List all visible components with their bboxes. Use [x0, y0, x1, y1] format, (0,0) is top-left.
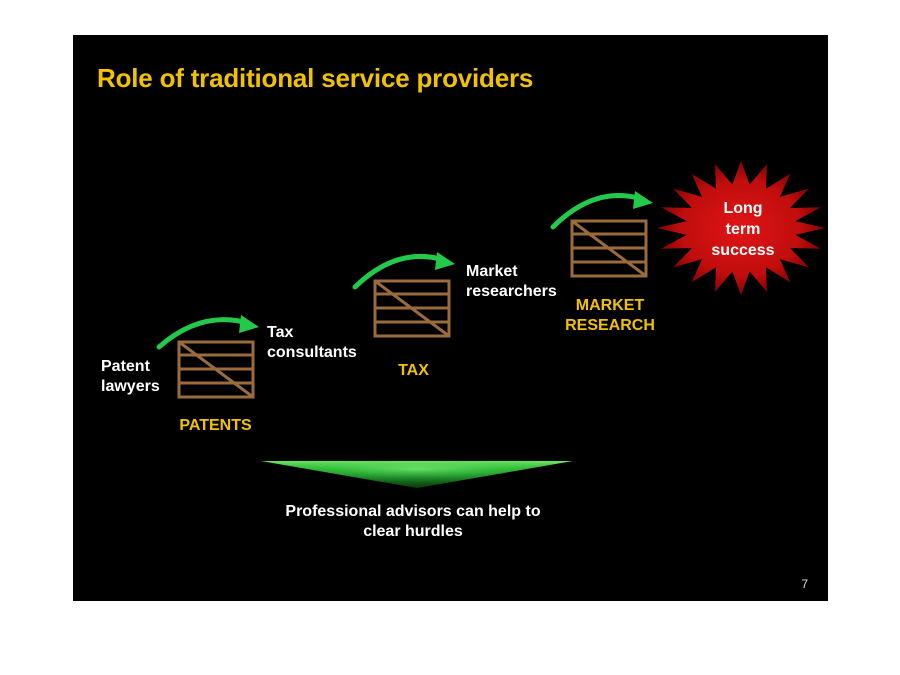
jump-arrow-3 [550, 191, 653, 230]
page-number: 7 [801, 577, 808, 591]
hurdle-market-research [570, 219, 648, 278]
label-market-researchers: Market researchers [466, 263, 557, 300]
label-long-term-success: Long term success [711, 200, 775, 259]
hurdle-tax [373, 279, 451, 338]
diagram-graphics [156, 160, 825, 488]
jump-arrow-1 [156, 315, 259, 350]
label-tax: TAX [398, 362, 429, 379]
label-patents: PATENTS [179, 417, 252, 434]
jump-arrow-2 [352, 252, 455, 290]
label-tax-consultants: Tax consultants [267, 324, 357, 361]
success-starburst [657, 160, 825, 296]
hurdle-patents [177, 340, 255, 399]
bottom-triangle [261, 461, 573, 488]
slide: Role of traditional service providers [73, 35, 828, 601]
label-market-research: MARKET RESEARCH [565, 297, 655, 334]
slide-title: Role of traditional service providers [97, 63, 534, 93]
label-patent-lawyers: Patent lawyers [101, 358, 160, 395]
bottom-message: Professional advisors can help to clear … [285, 503, 541, 540]
